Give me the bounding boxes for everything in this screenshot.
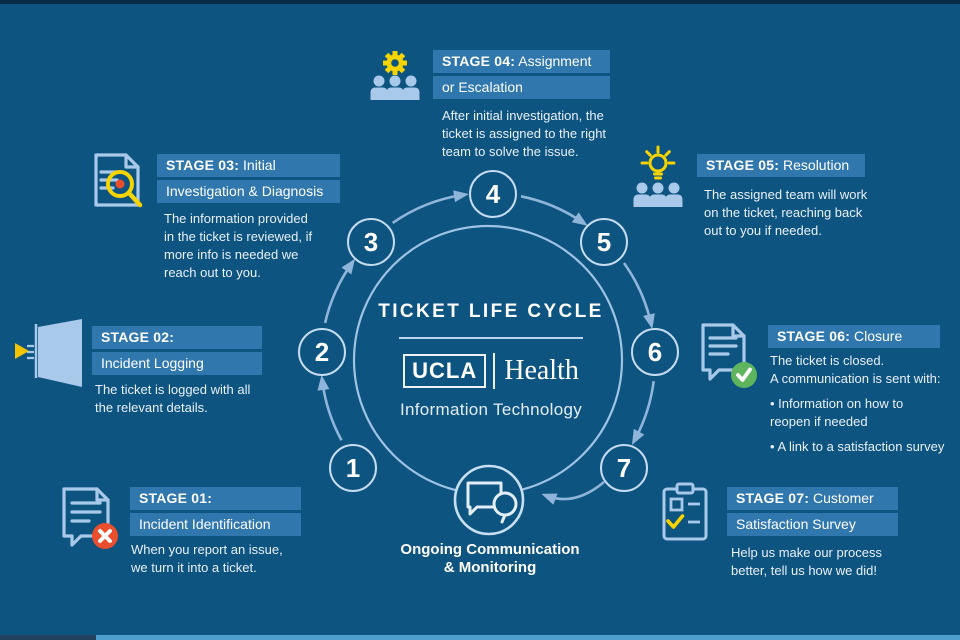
bottom-progress-strip-played [0, 635, 96, 640]
check-mark-icon [736, 367, 752, 382]
entry-arrow-icon [15, 343, 29, 359]
stage-title-bold: STAGE 06: [777, 328, 851, 344]
monitoring-circle [453, 464, 525, 536]
stage-03-description: The information provided in the ticket i… [164, 211, 313, 280]
stage-07-block: STAGE 07: Customer Satisfaction Survey H… [727, 487, 898, 580]
stage-01-block: STAGE 01: Incident Identification When y… [130, 487, 301, 577]
ucla-logo-box: UCLA [403, 354, 487, 388]
arrow-4-to-5 [520, 195, 588, 226]
stage-06-block: STAGE 06: Closure The ticket is closed. … [768, 325, 944, 456]
stage-02-title-line2: Incident Logging [92, 352, 262, 375]
logo-divider [493, 353, 496, 389]
stage-07-title-line1: STAGE 07: Customer [727, 487, 898, 510]
ongoing-label-line1: Ongoing Communication [400, 541, 580, 558]
cycle-node-5: 5 [580, 218, 628, 266]
communication-monitoring-icon [466, 481, 518, 524]
stage-title-rest: Resolution [779, 157, 850, 173]
arrow-3-to-4 [391, 190, 469, 224]
stage-07-title-line2: Satisfaction Survey [727, 513, 898, 536]
stage-05-title-line1: STAGE 05: Resolution [697, 154, 865, 177]
stage-title-rest: Customer [809, 490, 874, 506]
diagram-title: TICKET LIFE CYCLE [378, 301, 604, 322]
arrow-2-to-3 [323, 258, 356, 324]
magnifier-icon [106, 170, 134, 198]
arrow-6-to-7 [631, 381, 655, 445]
x-mark-icon [98, 529, 112, 543]
stage-06-title-line1: STAGE 06: Closure [768, 325, 940, 348]
stage-05-icon idea-team-icon [633, 145, 683, 207]
cycle-node-4: 4 [469, 170, 517, 218]
stage-02-block: STAGE 02: Incident Logging The ticket is… [92, 326, 262, 417]
stage-07-icon survey-clipboard-icon [662, 482, 708, 541]
stage-02-icon open-door-icon [15, 319, 82, 387]
lightbulb-icon [640, 145, 676, 180]
center-block: TICKET LIFE CYCLE UCLA Health Informatio… [361, 301, 621, 420]
stage-01-description: When you report an issue, we turn it int… [131, 542, 283, 575]
stage-title-bold: STAGE 07: [736, 490, 810, 506]
stage-title-rest: Investigation & Diagnosis [166, 183, 324, 199]
stage-04-title-line2: or Escalation [433, 76, 610, 99]
ucla-health-logo: UCLA Health [361, 353, 621, 389]
stage-04-description: After initial investigation, the ticket … [442, 108, 607, 159]
stage-04-block: STAGE 04: Assignment or Escalation After… [433, 50, 610, 161]
bottom-progress-strip [0, 635, 960, 640]
top-border-strip [0, 0, 960, 4]
stage-03-title-line2: Investigation & Diagnosis [157, 180, 340, 203]
stage-title-rest: Initial [239, 157, 276, 173]
stage-05-description: The assigned team will work on the ticke… [704, 187, 868, 238]
stage-04-title-line1: STAGE 04: Assignment [433, 50, 610, 73]
stage-01-title-line1: STAGE 01: [130, 487, 301, 510]
stage-title-rest: Incident Logging [101, 355, 204, 371]
team-icon [370, 75, 420, 100]
stage-title-bold: STAGE 04: [442, 53, 516, 69]
cycle-node-1: 1 [329, 444, 377, 492]
stage-title-bold: STAGE 02: [101, 329, 175, 345]
arrow-1-to-2 [317, 374, 343, 441]
department-name: Information Technology [399, 400, 583, 419]
stage-title-bold: STAGE 05: [706, 157, 780, 173]
stage-02-title-line1: STAGE 02: [92, 326, 262, 349]
stage-title-rest: or Escalation [442, 79, 523, 95]
yellow-check-icon [666, 514, 685, 529]
stage-title-rest: Incident Identification [139, 516, 271, 532]
stage-01-icon incident-identification-icon [62, 487, 118, 549]
cycle-node-2: 2 [298, 328, 346, 376]
cycle-node-7: 7 [600, 444, 648, 492]
cycle-node-3: 3 [347, 218, 395, 266]
stage-04-icon gear-team-icon [370, 51, 420, 100]
stage-title-rest: Satisfaction Survey [736, 516, 856, 532]
arrow-7-to-monitoring [541, 481, 605, 505]
title-divider [399, 337, 583, 339]
cycle-arrows [317, 190, 655, 505]
team-icon [633, 182, 683, 207]
ongoing-label-line2: & Monitoring [443, 558, 537, 576]
arrow-5-to-6 [622, 262, 655, 330]
stage-05-block: STAGE 05: Resolution The assigned team w… [697, 154, 867, 240]
stage-01-title-line2: Incident Identification [130, 513, 301, 536]
stage-title-rest: Closure [850, 328, 903, 344]
stage-title-bold: STAGE 01: [139, 490, 213, 506]
stage-03-block: STAGE 03: Initial Investigation & Diagno… [157, 154, 340, 282]
stage-03-icon document-search-icon [94, 153, 143, 208]
gear-icon [383, 51, 407, 75]
stage-07-description: Help us make our process better, tell us… [731, 545, 883, 578]
stage-title-bold: STAGE 03: [166, 157, 240, 173]
stage-06-description: The ticket is closed. A communication is… [770, 353, 945, 454]
stage-title-rest: Assignment [515, 53, 592, 69]
stage-06-icon closure-icon [701, 323, 757, 388]
ongoing-monitoring-label: Ongoing Communication & Monitoring [362, 541, 618, 576]
stage-02-description: The ticket is logged with all the releva… [95, 382, 251, 415]
cycle-node-6: 6 [631, 328, 679, 376]
health-wordmark: Health [504, 355, 579, 386]
stage-03-title-line1: STAGE 03: Initial [157, 154, 340, 177]
